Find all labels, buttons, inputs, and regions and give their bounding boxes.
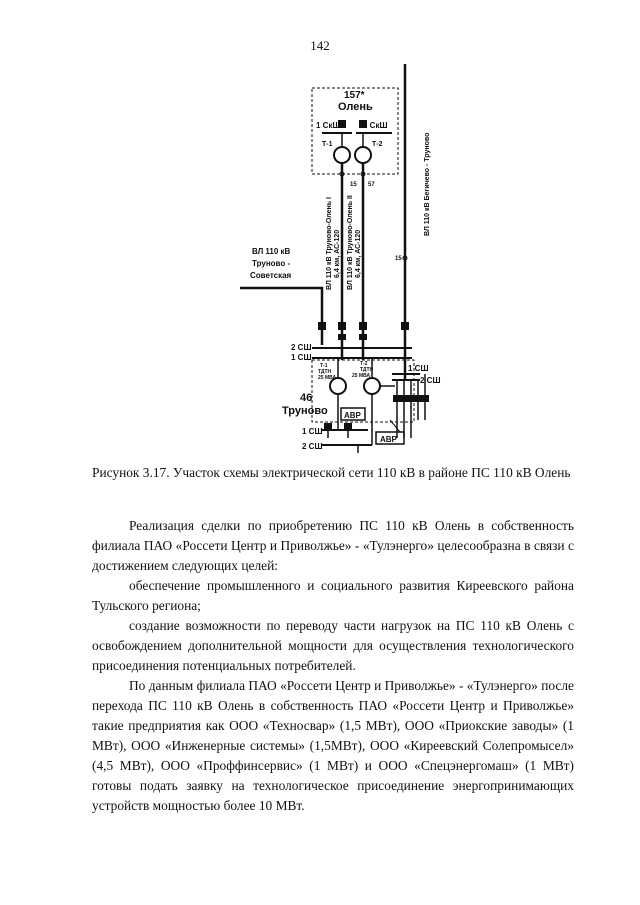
trunovo-substation-frame — [311, 359, 415, 423]
olen-substation-frame — [311, 87, 399, 175]
line-olen1-label-1: ВЛ 110 кВ Труново-Олень I — [326, 197, 333, 290]
page-number: 142 — [310, 38, 330, 53]
electrical-network-diagram: 157* Олень 1 СкШ 2 СкШ Т-1 Т-2 ВЛ 110 кВ… — [240, 64, 441, 453]
trun-right-bus-1-label: 1 СШ — [408, 364, 429, 373]
trun-transformer-2 — [363, 377, 381, 395]
paragraph: создание возможности по переводу части н… — [92, 618, 574, 673]
line-olen2-label-1: ВЛ 110 кВ Труново-Олень II — [347, 195, 354, 290]
trun-t2-type-label: ТДТН — [360, 367, 374, 373]
olen-transformer-1 — [333, 146, 351, 164]
olen-t2-label: Т-2 — [372, 141, 383, 148]
olen-number-label: 157* — [344, 90, 365, 101]
paragraph: По данным филиала ПАО «Россети Центр и П… — [92, 678, 574, 813]
trun-t2-power-label: 25 МВА — [352, 373, 370, 379]
line-olen1-label-2: 6,4 км, АС-120 — [334, 230, 341, 278]
tower-57-label: 57 — [368, 182, 375, 188]
trun-name-label: Труново — [282, 405, 328, 417]
low-bus-2-label: 2 СШ — [302, 442, 323, 451]
olen-name-label: Олень — [338, 101, 373, 113]
trun-t1-type-label: ТДТН — [318, 369, 332, 375]
trun-t2-label: Т-2 — [360, 361, 368, 367]
trun-t1-label: Т-1 — [320, 363, 328, 369]
avr-box-2 — [375, 431, 405, 445]
line-sov-label-2: Труново - — [252, 259, 290, 268]
line-sovetskaya — [240, 286, 324, 345]
trun-right-bus-2-label: 2 СШ — [420, 376, 441, 385]
line-begichevo-label: ВЛ 110 кВ Бегичево - Труново — [424, 133, 431, 236]
olen-t1-label: Т-1 — [322, 141, 333, 148]
trun-bus-1-label: 1 СШ — [291, 353, 312, 362]
trun-t1-power-label: 25 МВА — [318, 375, 336, 381]
line-sov-label-3: Советская — [250, 271, 292, 280]
tower-15b-label: 15 — [350, 182, 357, 188]
trun-number-label: 46 — [300, 392, 312, 404]
tower-15-label: 15 — [395, 256, 402, 262]
avr-label-1: АВР — [344, 411, 362, 420]
avr-label-2: АВР — [380, 435, 398, 444]
line-olen2-label-2: 6,4 км, АС-120 — [355, 230, 362, 278]
olen-bus-1-label: 1 СкШ — [316, 121, 341, 130]
paragraph: Реализация сделки по приобретению ПС 110… — [92, 518, 574, 573]
paragraph: обеспечение промышленного и социального … — [92, 578, 574, 613]
trun-bus-2-label: 2 СШ — [291, 343, 312, 352]
avr-box-1 — [340, 407, 366, 421]
low-bus-1-label: 1 СШ — [302, 427, 323, 436]
line-sov-label-1: ВЛ 110 кВ — [252, 247, 291, 256]
olen-bus-2-label: 2 СкШ — [363, 121, 388, 130]
olen-transformer-2 — [354, 146, 372, 164]
figure-caption: Рисунок 3.17. Участок схемы электрическо… — [92, 465, 571, 480]
body-text: Реализация сделки по приобретению ПС 110… — [92, 516, 574, 816]
